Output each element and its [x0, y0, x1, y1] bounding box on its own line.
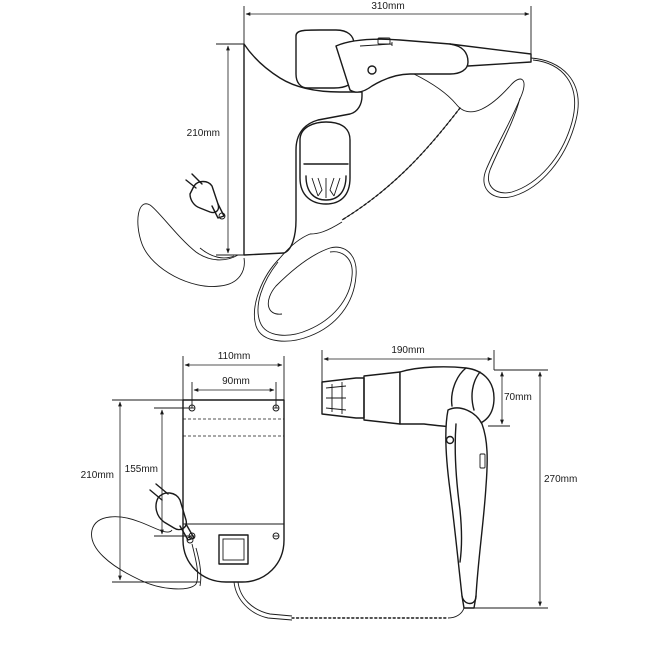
- dryer-slider-icon: [479, 453, 486, 469]
- side-view-assembly: 310mm 210mm: [137, 1, 579, 342]
- plug-front: [91, 483, 202, 590]
- front-view-holder: 110mm 90mm 210mm 155mm: [81, 351, 465, 621]
- label-top-width: 310mm: [371, 1, 404, 12]
- dimension-dryer-height: 270mm: [474, 369, 577, 609]
- dimension-front-height: 210mm: [81, 399, 200, 583]
- label-dryer-height: 270mm: [544, 474, 577, 485]
- dimension-front-inner-width: 90mm: [191, 376, 277, 408]
- dimension-top-width: 310mm: [243, 1, 532, 54]
- label-front-height: 210mm: [81, 470, 114, 481]
- dryer-nozzle-side: [303, 163, 349, 201]
- dryer-button-icon: [445, 435, 455, 445]
- power-cord-loop-right: [455, 57, 579, 198]
- dryer-profile-view: 190mm 70mm 270mm: [321, 345, 577, 609]
- label-front-width: 110mm: [218, 351, 251, 362]
- plug-side: [137, 173, 245, 287]
- label-top-height: 210mm: [187, 128, 220, 139]
- dimension-dryer-length: 190mm: [321, 345, 495, 384]
- screw-hole-icons: [188, 404, 280, 540]
- wall-holder-body: [243, 43, 363, 256]
- holder-ring: [299, 121, 351, 205]
- dryer-barrel: [363, 371, 401, 425]
- cord-front-to-dryer: [233, 581, 465, 621]
- power-cord-loop-bottom: [254, 246, 357, 342]
- dimension-top-height: 210mm: [187, 43, 246, 256]
- dryer-nozzle-icon: [321, 377, 365, 419]
- label-front-inner-height: 155mm: [125, 464, 158, 475]
- label-front-inner-width: 90mm: [222, 376, 250, 387]
- holder-front-plate: [182, 399, 285, 583]
- coiled-cord-side: [279, 73, 461, 259]
- dimension-front-width: 110mm: [182, 351, 285, 400]
- label-dryer-length: 190mm: [391, 345, 424, 356]
- switch-icon: [218, 534, 249, 565]
- label-dryer-nozzle: 70mm: [504, 392, 532, 403]
- dryer-body-side: [295, 29, 532, 93]
